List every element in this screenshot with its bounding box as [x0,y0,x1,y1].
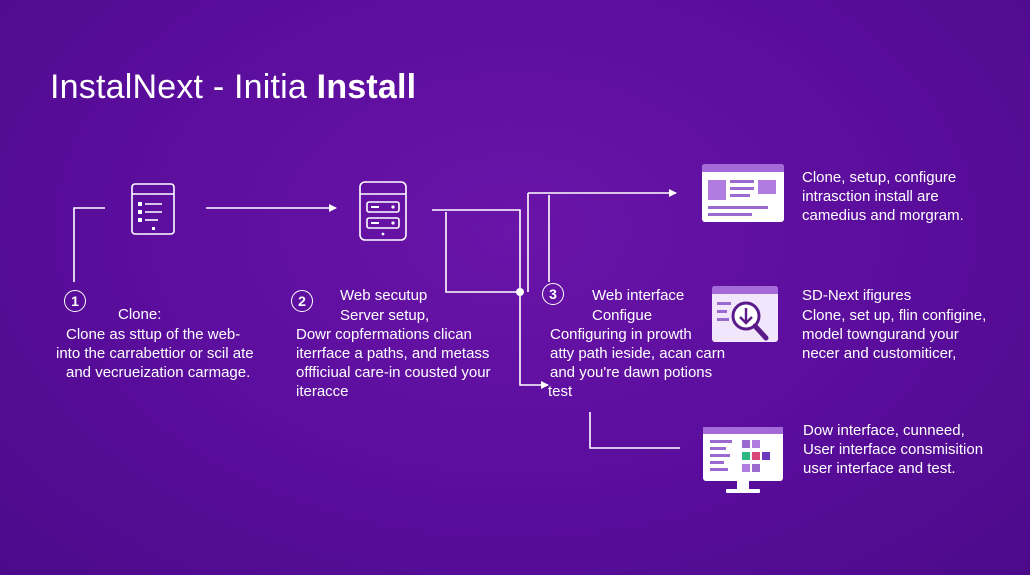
right-bottom-line-3: user interface and test. [803,460,956,477]
right-mid-line-3: model towngurand your [802,326,959,343]
right-bottom-line-1: Dow interface, cunneed, [803,422,965,439]
connector-to-bottom-panel [589,412,680,449]
page-title: InstalNext - Initia Install [50,68,416,107]
right-top-line-2: intrasction install are [802,188,939,205]
step3-heading: Web interface [592,287,685,304]
step1-heading: Clone: [118,306,162,323]
right-mid-line-4: necer and customiticer, [802,345,957,362]
right-top-line-3: camedius and morgram. [802,207,964,224]
connector-server-split [432,209,521,292]
step1-line-3: and vecrueization carmage. [66,364,251,381]
right-top-line-1: Clone, setup, configure [802,169,957,186]
step3-line-4: and you're dawn potions [550,364,713,381]
step1-line-2: into the carrabettior or scil ate [56,345,254,362]
monitor-icon [703,427,783,493]
connector-step1 [73,207,105,282]
step3-line-2: Configuring in prowth [550,326,692,343]
step2-line-4: offficiual care-in cousted your [296,364,491,381]
step3-line-3: atty path ieside, acan carn [550,345,726,362]
connector-server-down [445,212,520,293]
right-mid-line-1: SD-Next ifigures [802,287,912,304]
step1-line-1: Clone as sttup of the web- [66,326,241,343]
step-number-1: 1 [64,290,86,312]
step2-heading: Web secutup [340,287,428,304]
step3-line-5: test [548,383,573,400]
step2-line-1: Server setup, [340,307,430,324]
step-number-3: 3 [542,283,564,305]
server-icon [359,181,407,241]
step3-line-1: Configue [592,307,653,324]
browser-window-icon [702,164,784,222]
step-number-2: 2 [291,290,313,312]
junction-dot [516,288,524,296]
title-normal: InstalNext - Initia [50,68,308,106]
right-bottom-line-2: User interface consmisition [803,441,984,458]
step2-line-5: iteracce [296,383,349,400]
step2-line-3: iterrface a paths, and metass [296,345,490,362]
step2-line-2: Dowr copfermations clican [296,326,472,343]
right-mid-line-2: Clone, set up, flin configine, [802,307,987,324]
arrow-to-step3 [519,292,549,389]
magnifier-download-icon [712,286,778,342]
title-bold: Install [316,68,417,106]
document-icon [131,183,175,235]
